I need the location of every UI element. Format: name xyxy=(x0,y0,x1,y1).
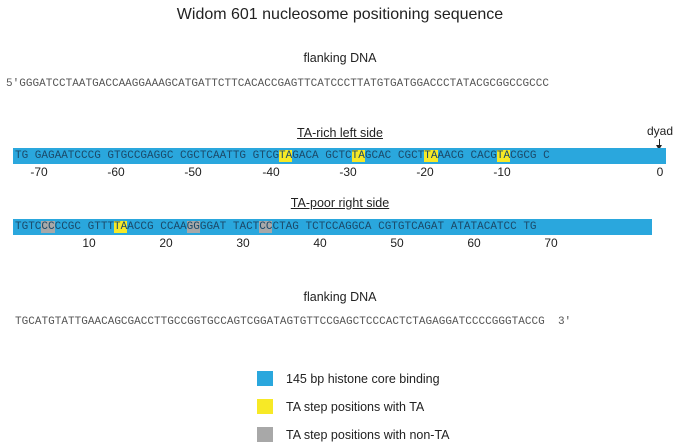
dyad-label: dyad xyxy=(647,124,674,138)
figure-title: Widom 601 nucleosome positioning sequenc… xyxy=(176,6,504,23)
right-tick-labels: 10 20 30 40 50 60 70 xyxy=(0,236,680,252)
legend-item-ta: TA step positions with TA xyxy=(257,399,450,414)
tick-label: 10 xyxy=(82,236,96,250)
dyad-arrow-icon xyxy=(656,145,662,150)
flank-bottom-sequence-line: TGCATGTATTGAACAGCGACCTTGCCGGTGCCAGTCGGAT… xyxy=(15,316,571,328)
flank-bottom-label: flanking DNA xyxy=(303,290,377,304)
ta-step-highlight: TA xyxy=(351,150,365,162)
tick-label: 60 xyxy=(467,236,481,250)
tick-label: 30 xyxy=(236,236,250,250)
left-core-sequence-bar: TG GAGAATCCCG GTGCCGAGGC CGCTCAATTG GTCG… xyxy=(13,148,666,164)
tick-label: 50 xyxy=(390,236,404,250)
legend: 145 bp histone core binding TA step posi… xyxy=(257,371,450,442)
core-sequence-segment: CTAG TCTCCAGGCA CGTGTCAGAT ATATACATCC TG xyxy=(272,221,537,233)
non-ta-step-highlight: GG xyxy=(186,221,200,233)
tick-label: 0 xyxy=(656,165,664,179)
tick-label: 20 xyxy=(159,236,173,250)
legend-label: TA step positions with non-TA xyxy=(286,427,450,442)
right-core-sequence-bar: TGTCCCCCGC GTTTTAACCG CCAAGGGGAT TACTCCC… xyxy=(13,219,652,235)
legend-swatch-yellow xyxy=(257,399,273,414)
core-sequence-segment: CGCG C xyxy=(510,150,550,162)
flank-bottom-sequence: TGCATGTATTGAACAGCGACCTTGCCGGTGCCAGTCGGAT… xyxy=(15,316,545,328)
core-sequence-segment: ACCG CCAA xyxy=(127,221,187,233)
core-sequence-segment: GGAT TACT xyxy=(199,221,260,233)
dyad-arrow-shaft xyxy=(659,139,660,148)
three-prime-marker: 3′ xyxy=(557,316,572,328)
legend-item-non-ta: TA step positions with non-TA xyxy=(257,427,450,442)
core-sequence-segment: GACA GCTC xyxy=(292,150,352,162)
right-side-label-text: TA-poor right side xyxy=(290,196,390,210)
non-ta-step-highlight: CC xyxy=(41,221,55,233)
ta-step-highlight: TA xyxy=(279,150,293,162)
core-sequence-segment: GCAC CGCT xyxy=(364,150,425,162)
tick-label: -70 xyxy=(30,165,48,179)
ta-step-highlight: TA xyxy=(496,150,511,162)
tick-label: -50 xyxy=(184,165,202,179)
tick-label: 70 xyxy=(544,236,558,250)
legend-label: TA step positions with TA xyxy=(286,399,425,414)
legend-item-core: 145 bp histone core binding xyxy=(257,371,450,386)
core-sequence-segment: AACG CACG xyxy=(437,150,497,162)
tick-label: -20 xyxy=(416,165,434,179)
legend-swatch-gray xyxy=(257,427,273,442)
core-sequence-segment: TGTC xyxy=(15,221,42,233)
five-prime-marker: 5′ xyxy=(6,78,20,90)
tick-label: -30 xyxy=(339,165,357,179)
tick-label: -60 xyxy=(107,165,125,179)
ta-step-highlight: TA xyxy=(114,221,128,233)
tick-label: 40 xyxy=(313,236,327,250)
flank-top-sequence: GGGATCCTAATGACCAAGGAAAGCATGATTCTTCACACCG… xyxy=(19,78,549,90)
left-tick-labels: -70 -60 -50 -40 -30 -20 -10 0 xyxy=(0,165,680,181)
tick-label: -40 xyxy=(262,165,280,179)
left-side-label: TA-rich left side xyxy=(0,126,680,140)
tick-label: -10 xyxy=(493,165,511,179)
legend-label: 145 bp histone core binding xyxy=(286,371,440,386)
non-ta-step-highlight: CC xyxy=(259,221,273,233)
left-side-label-text: TA-rich left side xyxy=(297,126,383,140)
core-sequence-segment: TG GAGAATCCCG GTGCCGAGGC CGCTCAATTG GTCG xyxy=(15,150,280,162)
flank-top-label: flanking DNA xyxy=(303,51,377,65)
core-sequence-segment: CCGC GTTT xyxy=(54,221,115,233)
legend-swatch-blue xyxy=(257,371,273,386)
ta-step-highlight: TA xyxy=(424,150,438,162)
right-side-label: TA-poor right side xyxy=(0,196,680,210)
flank-top-sequence-line: 5′GGGATCCTAATGACCAAGGAAAGCATGATTCTTCACAC… xyxy=(6,78,549,90)
